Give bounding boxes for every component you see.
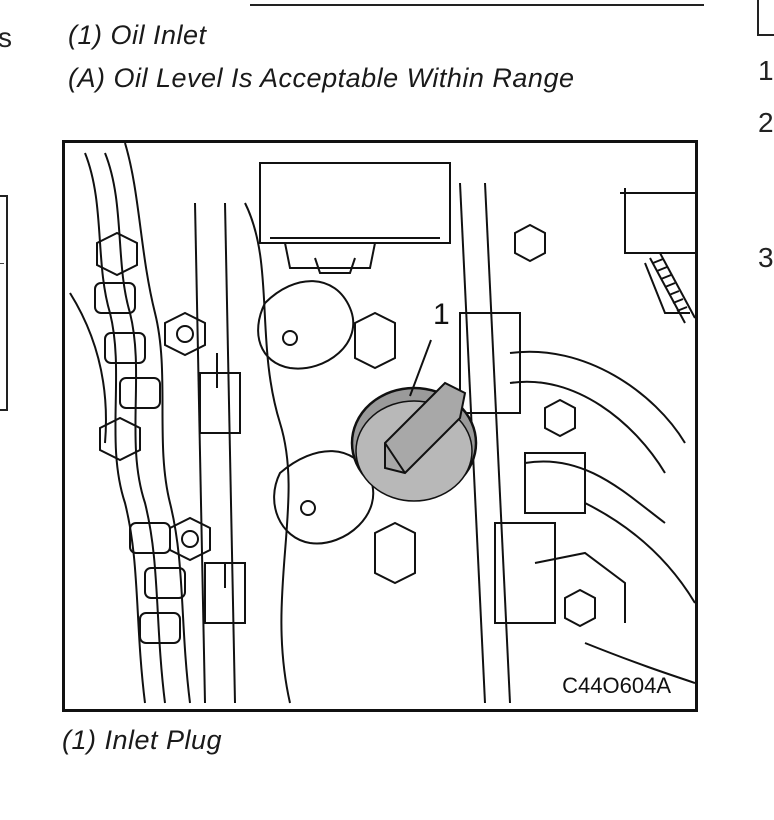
caption-oil-level: (A) Oil Level Is Acceptable Within Range [68, 63, 575, 93]
left-column-box [0, 195, 8, 411]
step-number-3: 3 [758, 242, 774, 273]
figure-code: C44O604A [562, 673, 671, 698]
engine-illustration [69, 143, 695, 704]
engine-figure: 1 C44O604A [62, 140, 698, 712]
step-number-1: 1 [758, 55, 774, 86]
oil-inlet-cap [350, 381, 478, 502]
step-number-2: 2 [758, 107, 774, 138]
caption-inlet-plug: (1) Inlet Plug [62, 725, 223, 755]
top-figure-border [250, 0, 704, 6]
right-column-box [757, 0, 774, 36]
caption-oil-inlet: (1) Oil Inlet [68, 20, 207, 50]
left-column-text-fragment: s [0, 22, 12, 53]
left-column-box-divider [0, 263, 4, 264]
callout-number: 1 [433, 298, 450, 331]
